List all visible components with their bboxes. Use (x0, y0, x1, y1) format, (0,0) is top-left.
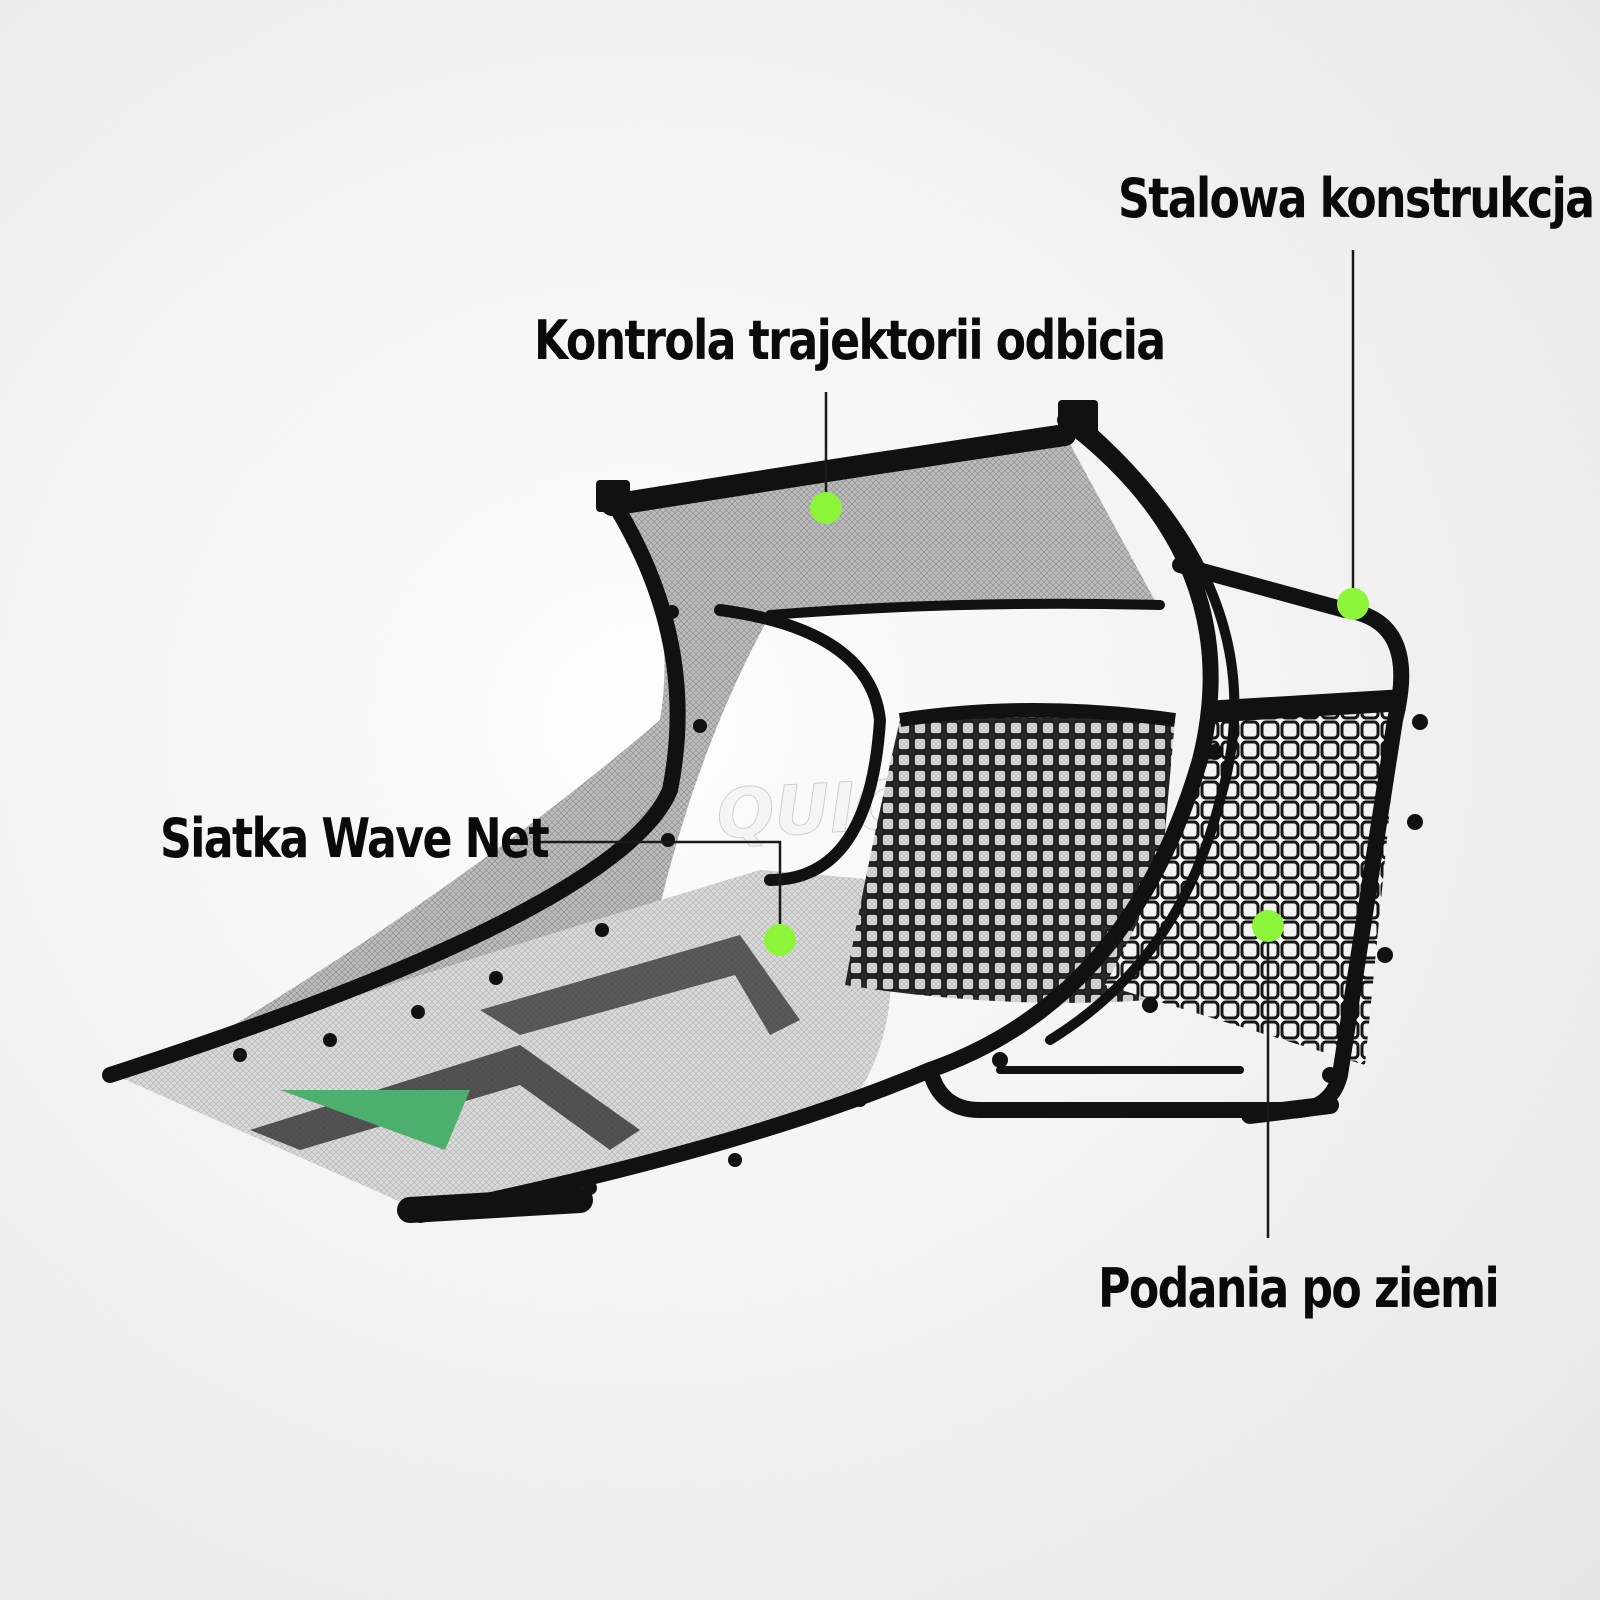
middle-net-panel (845, 710, 1175, 1003)
marker-dot-trajectory (810, 492, 842, 524)
right-coarse-net (1105, 705, 1400, 1065)
callout-markers (764, 492, 1369, 956)
leader-line-wave-net (538, 840, 782, 940)
frame-clamps (233, 400, 1428, 1195)
marker-dot-steel (1337, 588, 1369, 620)
upper-mesh-panel (150, 435, 1160, 1075)
chevron-print-2 (480, 935, 800, 1035)
callout-label-wave-net: Siatka Wave Net (160, 807, 550, 870)
marker-dot-wave-net (764, 924, 796, 956)
callout-label-ground-passes: Podania po ziemi (1098, 1257, 1500, 1320)
callout-label-steel-frame: Stalowa konstrukcja (1118, 167, 1595, 230)
leader-lines (538, 250, 1355, 1238)
steel-frame (102, 412, 1410, 1223)
green-print (280, 1090, 470, 1150)
marker-dot-ground (1252, 910, 1284, 942)
callout-label-trajectory-control: Kontrola trajektorii odbicia (534, 309, 1166, 372)
